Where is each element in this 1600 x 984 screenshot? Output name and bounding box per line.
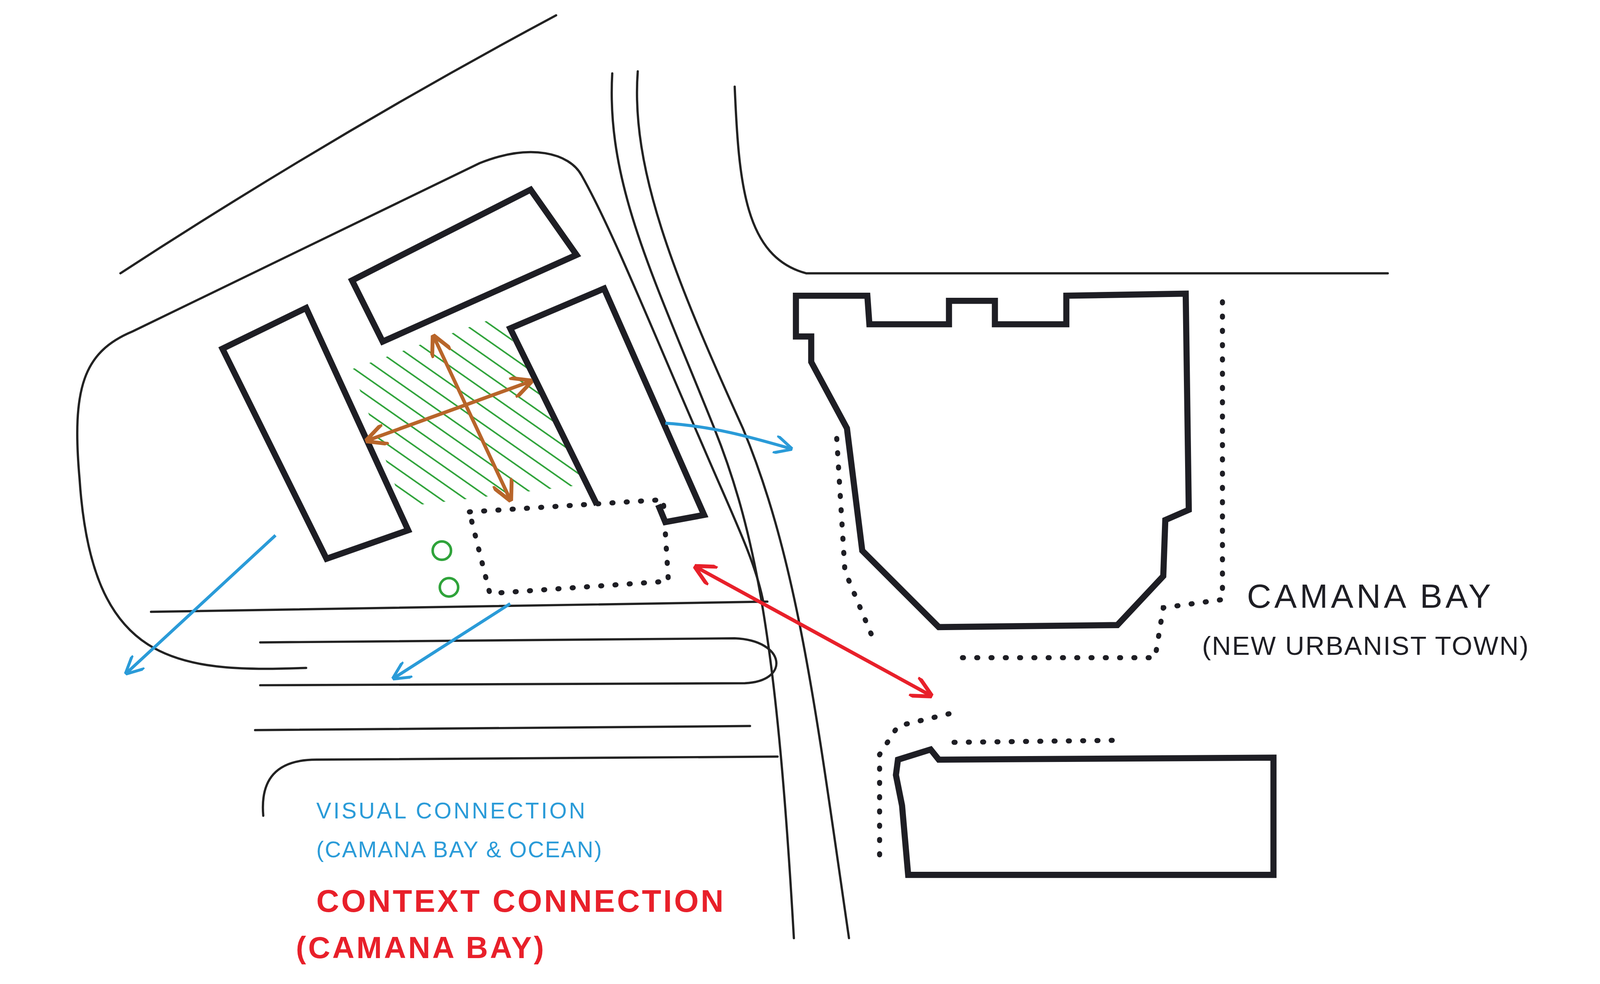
visual-arrows <box>126 423 791 679</box>
pedestrian-path <box>954 740 1118 743</box>
road-edge <box>734 86 1389 274</box>
buildings <box>222 189 1274 876</box>
tree-symbol <box>432 541 452 561</box>
road-edge <box>255 726 751 731</box>
context-arrow <box>695 567 931 696</box>
tree-symbol <box>439 578 459 598</box>
sketch-label: (CAMANA BAY) <box>295 932 547 964</box>
site-boundary <box>77 152 764 670</box>
visual-arrow <box>665 423 791 450</box>
courtyard-axes <box>367 336 531 501</box>
road-edge <box>637 71 850 939</box>
pedestrian-path <box>836 438 876 645</box>
dotted-paths <box>469 301 1223 866</box>
sketch-label: CAMANA BAY <box>1247 579 1495 614</box>
pedestrian-path <box>954 301 1223 658</box>
building <box>352 189 577 342</box>
sketch-label: VISUAL CONNECTION <box>316 800 588 823</box>
camana-bay-building <box>895 749 1274 876</box>
tree-symbols <box>432 541 459 597</box>
visual-arrow <box>126 535 276 674</box>
sketch-label: (NEW URBANIST TOWN) <box>1201 632 1530 660</box>
building <box>222 308 409 559</box>
sketch-label: CONTEXT CONNECTION <box>316 885 726 918</box>
visual-arrow <box>393 604 510 679</box>
dotted-pavilion <box>469 499 669 594</box>
pedestrian-path <box>879 714 950 866</box>
road-edge <box>120 15 557 274</box>
road-edge <box>260 638 777 686</box>
sketch-label: (CAMANA BAY & OCEAN) <box>316 838 603 862</box>
road-edge <box>151 601 768 612</box>
axis-arrow <box>433 336 511 501</box>
roads <box>77 15 1388 939</box>
axis-arrow <box>367 381 531 441</box>
camana-bay-building <box>796 294 1190 628</box>
building <box>510 288 705 523</box>
